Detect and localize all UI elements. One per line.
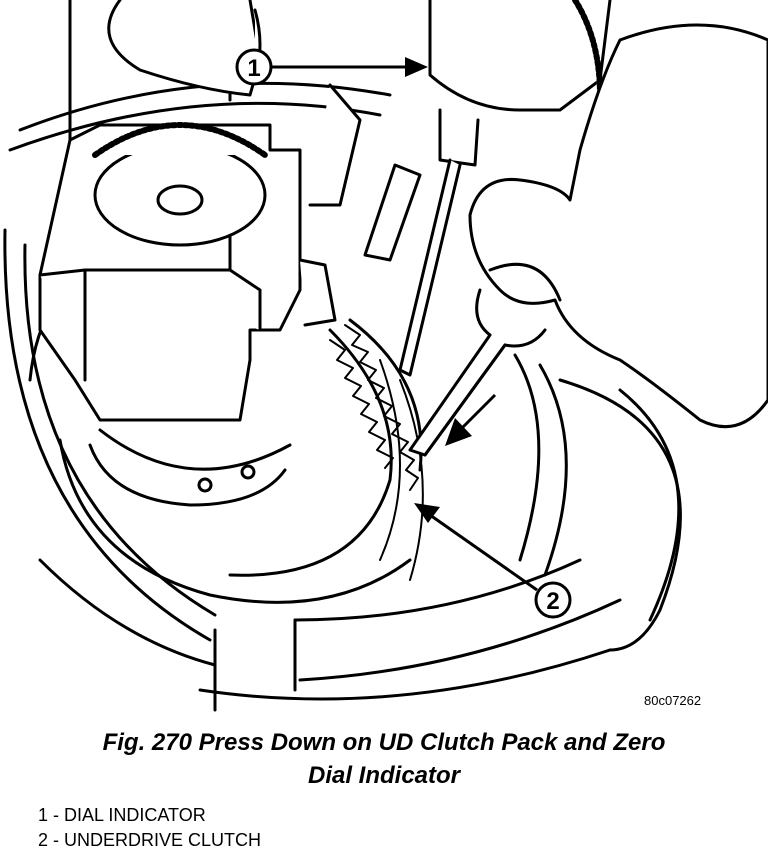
caption-line-1: Fig. 270 Press Down on UD Clutch Pack an… [102, 729, 666, 756]
callout-2-label: 2 [546, 588, 559, 615]
press-direction-arrow [445, 393, 497, 446]
legend-item-dial-indicator: 1 - DIAL INDICATOR [38, 805, 206, 825]
knurled-knob [92, 122, 268, 247]
clutch-pack-illustration: 1 2 [3, 0, 768, 712]
clutch-plates-inner [329, 339, 394, 469]
clutch-plates [344, 324, 419, 491]
legend: 1 - DIAL INDICATOR 2 - UNDERDRIVE CLUTCH [38, 803, 261, 853]
callout-2: 2 [414, 503, 572, 619]
caption-line-2: Dial Indicator [307, 762, 461, 789]
figure-code: 80c07262 [644, 693, 702, 708]
figure-caption: Fig. 270 Press Down on UD Clutch Pack an… [0, 726, 768, 792]
retainer-ring [88, 428, 292, 507]
clutch-hub [308, 83, 422, 262]
transmission-housing [3, 81, 682, 712]
callout-1-label: 1 [247, 55, 260, 82]
callout-1: 1 [235, 48, 428, 86]
dial-indicator [398, 0, 612, 377]
legend-item-underdrive-clutch: 2 - UNDERDRIVE CLUTCH [38, 830, 262, 850]
right-hand [408, 23, 768, 457]
left-hand [107, 0, 262, 97]
